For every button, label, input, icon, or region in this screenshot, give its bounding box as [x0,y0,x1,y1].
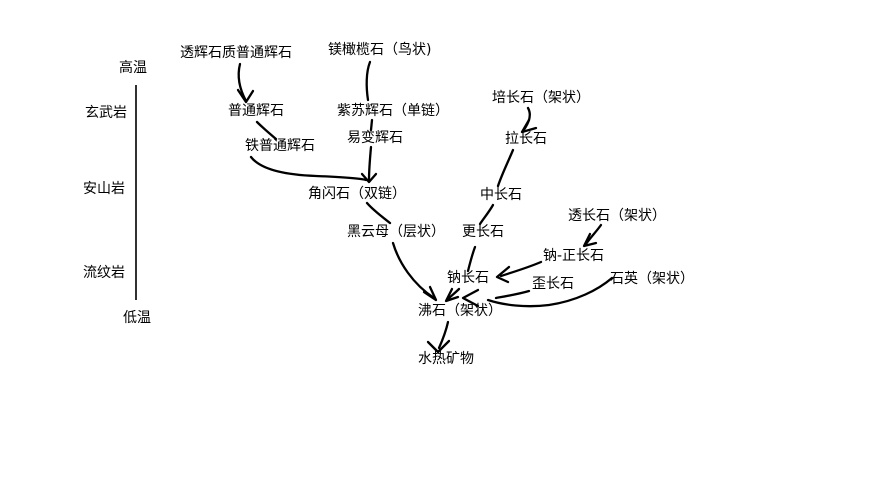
node-quartz: 石英（架状） [610,271,694,287]
axis-label-low-temp: 低温 [123,310,151,326]
edge-albite-to-zeolite [446,287,461,301]
arrowhead-augite [236,88,255,104]
edge-anorthoclase-to-zeolite [494,289,531,300]
node-labradorite: 拉长石 [505,131,547,147]
node-augite: 普通辉石 [228,103,284,119]
node-hornblende: 角闪石（双链） [308,186,406,202]
arrowhead-zeolite-from-right [461,288,480,308]
edge-quartz-to-zeolite [486,276,614,308]
node-ferroaugite: 铁普通辉石 [245,138,315,154]
edge-ferroaugite-to-hornblende [249,155,368,182]
node-anorthoclase: 歪长石 [532,276,574,292]
edge-oligoclase-to-albite [466,245,477,273]
node-sanidine: 透长石（架状） [568,208,666,224]
edge-hypersthene-to-pigeonite [369,118,374,132]
arrowhead-labradorite [520,118,538,134]
edge-biotite-to-zeolite [391,241,436,300]
node-hypersthene: 紫苏辉石（单链） [337,103,449,119]
edge-andesine-to-oligoclase [478,203,495,226]
arrowhead-albite [495,265,511,284]
node-albite: 钠长石 [447,270,489,286]
node-diopsidic-augite: 透辉石质普通辉石 [180,45,292,61]
node-hydrothermal-minerals: 水热矿物 [418,351,474,367]
arrowhead-zeolite-from-albite [444,287,460,303]
edge-augite-to-ferroaugite [255,120,278,141]
axis-label-basalt: 玄武岩 [85,105,127,121]
edge-hornblende-to-biotite [365,201,392,225]
arrowhead-hydrothermal [426,339,451,354]
node-biotite: 黑云母（层状） [347,224,445,240]
edge-zeolite-to-hydrothermal [437,320,450,350]
node-forsterite: 镁橄榄石（鸟状) [328,42,432,58]
node-andesine: 中长石 [480,187,522,203]
node-pigeonite: 易变辉石 [347,130,403,146]
edge-na-orthoclase-to-albite [499,260,543,278]
node-na-orthoclase: 钠-正长石 [543,248,605,264]
node-oligoclase: 更长石 [462,224,504,240]
node-zeolite: 沸石（架状） [418,303,502,319]
edge-forsterite-to-hypersthene [365,60,372,102]
arrowhead-hornblende [360,172,378,184]
arrowhead-na-orthoclase [582,232,598,248]
axis-label-rhyolite: 流纹岩 [83,265,125,281]
axis-label-high-temp: 高温 [119,60,147,76]
axis-label-andesite: 安山岩 [83,181,125,197]
edge-sanidine-to-na-orthoclase [584,223,603,246]
arrowhead-zeolite-from-biotite [422,285,438,302]
edge-labradorite-to-andesine [496,148,515,188]
node-bytownite: 培长石（架状） [492,90,590,106]
edge-pigeonite-to-hornblende [367,145,373,182]
